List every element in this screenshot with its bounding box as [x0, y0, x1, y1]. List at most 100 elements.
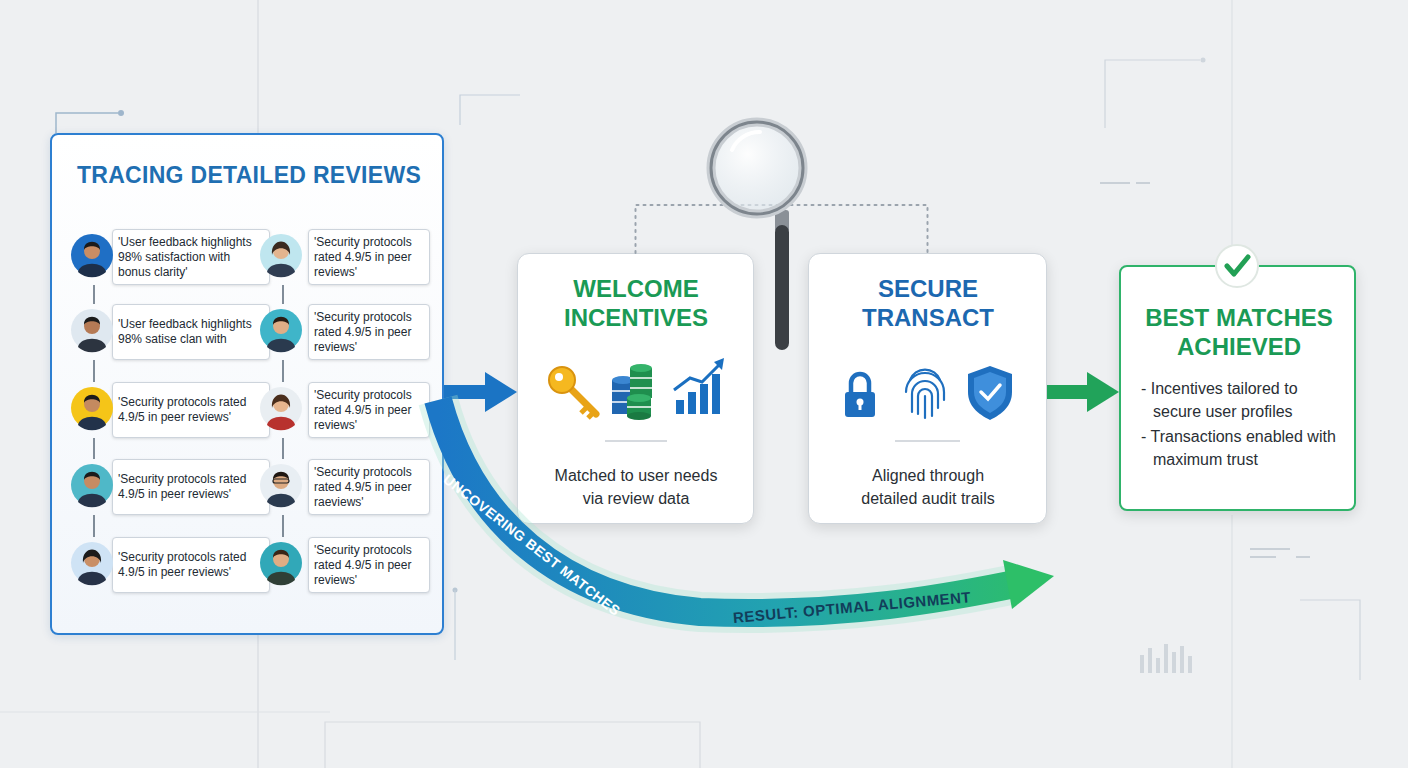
grid-line [0, 711, 330, 712]
key-tooth [588, 412, 594, 418]
magnifier-handle [775, 232, 789, 343]
box-body: Matched to user needs via review data [550, 464, 722, 510]
lock-icon [845, 374, 875, 417]
review-link [282, 360, 283, 382]
avatar-head [273, 551, 289, 567]
lock-keyhole [857, 399, 864, 406]
avatar-hair [273, 317, 289, 325]
avatar-head [84, 243, 100, 259]
dash-mark [1100, 182, 1130, 184]
magnifier-rim-edge [711, 122, 803, 214]
avatar-head [84, 551, 100, 567]
circuit-node [118, 110, 124, 116]
grid-line [1231, 515, 1232, 768]
badge-check [1227, 257, 1248, 274]
band-arrow-head [1003, 560, 1054, 609]
circuit-trace [1300, 600, 1360, 680]
circuit-node [1201, 58, 1206, 63]
circuit-trace [454, 590, 455, 660]
shield-check [981, 385, 1000, 399]
chip-top [627, 394, 651, 402]
circuit-trace [460, 95, 520, 125]
review-quote: 'User feedback highlights 98% satise cla… [112, 304, 270, 360]
review-quote: 'Security protocols rated 4.9/5 in peer … [308, 459, 430, 515]
avatar-body [267, 494, 295, 508]
box-body: Aligned through detailed audit trails [842, 464, 1014, 510]
deco-bar [1188, 656, 1192, 673]
deco-bar [1140, 655, 1144, 673]
flow-arrow [1047, 385, 1089, 399]
chart-bar [712, 374, 720, 414]
avatar-circle [260, 464, 302, 506]
avatar-circle [260, 542, 302, 584]
avatar-body [78, 339, 106, 353]
key-hole [555, 373, 563, 381]
chip-top [630, 364, 652, 372]
avatar-circle [260, 234, 302, 276]
fingerprint-icon [906, 370, 944, 418]
review-card: 'Security protocols rated 4.9/5 in peer … [72, 382, 272, 438]
circuit-trace [1105, 60, 1200, 128]
lock-body [845, 392, 875, 417]
lens-glare [732, 132, 760, 150]
avatar-head [84, 396, 100, 412]
shield-icon [968, 366, 1012, 420]
grid-line [257, 635, 258, 768]
review-link [93, 515, 94, 537]
review-link [93, 360, 94, 382]
curved-band-arrow [438, 400, 1010, 613]
avatar-circle [71, 234, 113, 276]
stage-box: WELCOME INCENTIVESMatched to user needs … [517, 253, 754, 524]
review-card: 'Security protocols rated 4.9/5 in peer … [261, 229, 433, 285]
grid-line [1231, 0, 1232, 262]
avatar-circle [71, 309, 113, 351]
review-link [282, 438, 283, 459]
avatar-circle [71, 542, 113, 584]
avatar [260, 309, 302, 352]
deco-bar [1172, 652, 1176, 673]
deco-bar [1180, 646, 1184, 673]
avatar-body [78, 494, 106, 508]
chart-bar [700, 384, 708, 414]
chart-bar [688, 392, 696, 414]
review-link [282, 515, 283, 537]
avatar-body [267, 417, 295, 431]
avatar-circle [260, 387, 302, 429]
deco-bar [1164, 644, 1168, 673]
circuit-trace [56, 113, 118, 133]
check-badge [1216, 245, 1258, 287]
review-card: 'Security protocols rated 4.9/5 in peer … [261, 537, 433, 593]
avatar-body [78, 417, 106, 431]
avatar-circle [260, 309, 302, 351]
avatar-hair [273, 550, 289, 558]
chip-stack [630, 368, 652, 398]
avatar [71, 542, 113, 585]
shield-inner [974, 372, 1006, 413]
review-card: 'Security protocols rated 4.9/5 in peer … [261, 382, 433, 438]
chart-bar [676, 400, 684, 414]
avatar-hair [83, 550, 101, 564]
fingerprint-ridge [910, 370, 940, 380]
band-glow [438, 400, 1010, 613]
review-link [282, 285, 283, 304]
bullet-item: - Incentives tailored to secure user pro… [1141, 377, 1346, 423]
fingerprint-ridge [924, 396, 926, 418]
chip-stripe [630, 377, 652, 379]
separator-line [605, 440, 667, 442]
avatar-hair [272, 242, 290, 256]
review-card: 'Security protocols rated 4.9/5 in peer … [261, 304, 433, 360]
lock-keyhole [859, 403, 862, 410]
avatar-circle [71, 464, 113, 506]
review-quote: 'Security protocols rated 4.9/5 in peer … [112, 459, 270, 515]
grid-line [257, 0, 258, 133]
review-panel: TRACING DETAILED REVIEWS'User feedback h… [50, 133, 444, 635]
avatar-hair [84, 317, 100, 325]
dash-mark [1296, 556, 1310, 558]
avatar-body [78, 264, 106, 278]
key-icon [549, 367, 596, 418]
dotted-link [636, 205, 928, 253]
lock-shackle [851, 374, 869, 393]
avatar-head [273, 318, 289, 334]
review-quote: 'Security protocols rated 4.9/5 in peer … [308, 304, 430, 360]
avatar-head [273, 396, 289, 412]
